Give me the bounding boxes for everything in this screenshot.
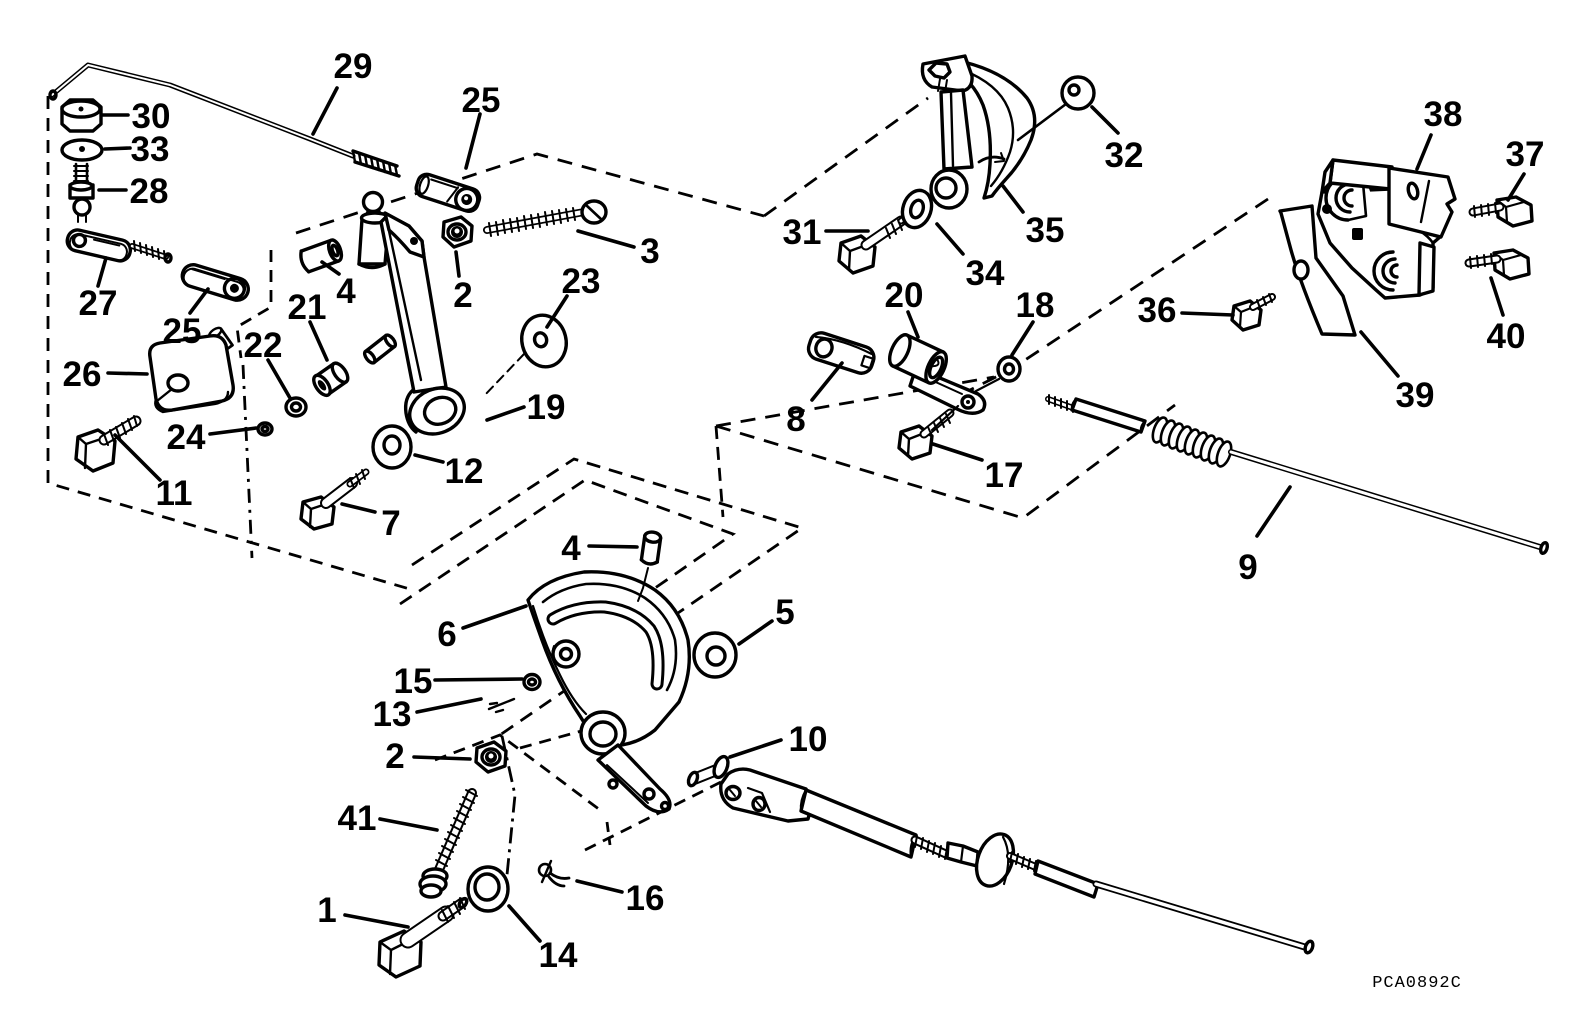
svg-text:23: 23 — [562, 262, 601, 301]
svg-text:34: 34 — [966, 254, 1005, 293]
svg-text:39: 39 — [1396, 376, 1435, 415]
svg-text:25: 25 — [462, 81, 501, 120]
svg-text:8: 8 — [786, 400, 805, 439]
svg-text:6: 6 — [437, 615, 456, 654]
svg-text:PCA0892C: PCA0892C — [1372, 974, 1462, 993]
svg-text:10: 10 — [789, 720, 828, 759]
svg-text:14: 14 — [539, 936, 578, 975]
svg-text:5: 5 — [775, 593, 794, 632]
svg-text:24: 24 — [167, 418, 206, 457]
svg-text:37: 37 — [1506, 135, 1545, 174]
svg-text:38: 38 — [1424, 95, 1463, 134]
svg-text:21: 21 — [288, 288, 327, 327]
svg-text:2: 2 — [453, 276, 472, 315]
svg-text:20: 20 — [885, 276, 924, 315]
svg-text:4: 4 — [336, 272, 356, 311]
svg-text:3: 3 — [640, 232, 659, 271]
svg-text:29: 29 — [334, 47, 373, 86]
svg-text:25: 25 — [163, 312, 202, 351]
svg-text:30: 30 — [132, 97, 171, 136]
svg-text:22: 22 — [244, 326, 283, 365]
svg-text:2: 2 — [385, 737, 404, 776]
svg-text:4: 4 — [561, 529, 581, 568]
svg-text:15: 15 — [394, 662, 433, 701]
svg-text:32: 32 — [1105, 136, 1144, 175]
svg-text:31: 31 — [783, 213, 822, 252]
svg-text:13: 13 — [373, 695, 412, 734]
svg-text:41: 41 — [338, 799, 377, 838]
svg-text:35: 35 — [1026, 211, 1065, 250]
svg-text:18: 18 — [1016, 286, 1055, 325]
svg-text:19: 19 — [527, 388, 566, 427]
svg-text:1: 1 — [317, 891, 336, 930]
svg-text:28: 28 — [130, 172, 169, 211]
svg-text:27: 27 — [79, 284, 118, 323]
svg-text:7: 7 — [381, 504, 400, 543]
svg-text:40: 40 — [1487, 317, 1526, 356]
svg-text:16: 16 — [626, 879, 665, 918]
svg-text:9: 9 — [1238, 548, 1257, 587]
svg-text:11: 11 — [156, 474, 193, 513]
svg-text:33: 33 — [131, 130, 170, 169]
svg-text:36: 36 — [1138, 291, 1177, 330]
svg-text:26: 26 — [63, 355, 102, 394]
svg-text:12: 12 — [445, 452, 484, 491]
svg-text:17: 17 — [985, 456, 1024, 495]
